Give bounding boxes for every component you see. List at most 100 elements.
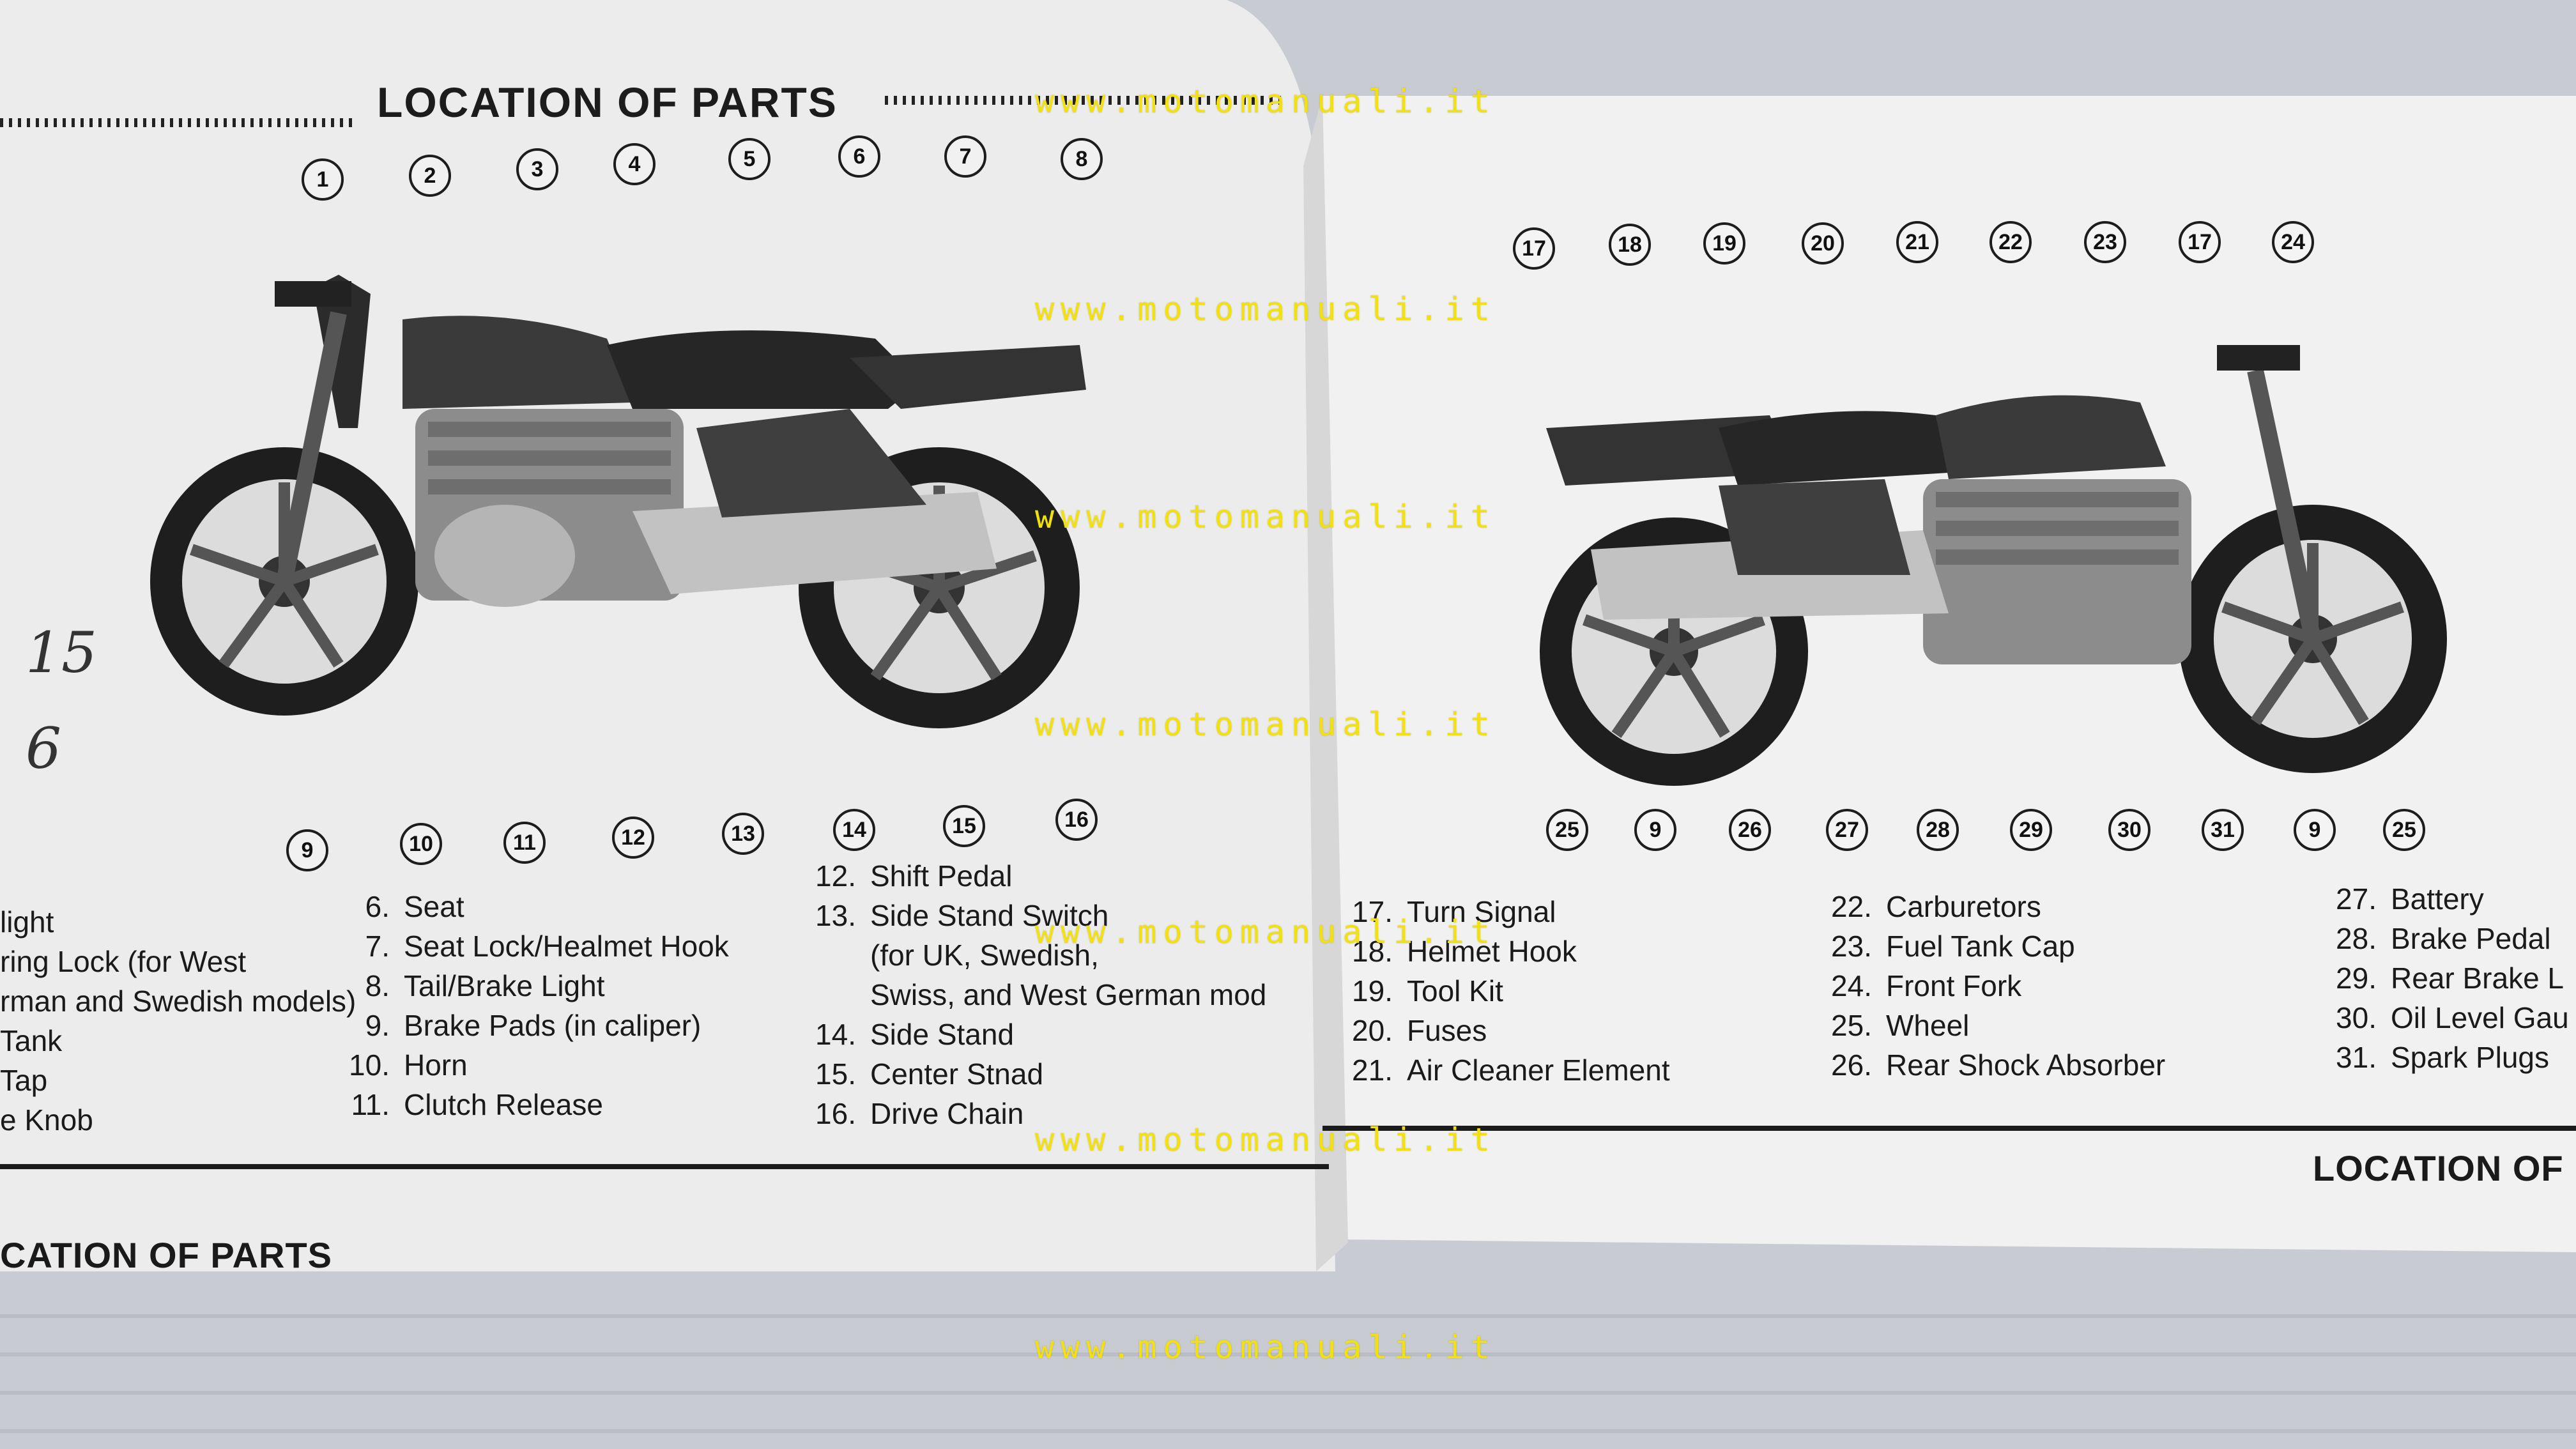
legend-number: 20. bbox=[1352, 1014, 1393, 1047]
legend-row: 13.Side Stand Switch bbox=[786, 896, 1266, 935]
title-dot-leader-left bbox=[0, 118, 358, 127]
legend-row: ring Lock (for West bbox=[0, 942, 356, 981]
callout-24: 24 bbox=[2272, 221, 2314, 263]
legend-label: Clutch Release bbox=[404, 1088, 603, 1121]
legend-number: 24. bbox=[1831, 969, 1872, 1002]
watermark-text: www.motomanuali.it bbox=[1035, 1121, 1496, 1158]
watermark-text: www.motomanuali.it bbox=[1035, 914, 1496, 951]
legend-number: 9. bbox=[365, 1009, 390, 1042]
legend-number: 11. bbox=[351, 1088, 390, 1121]
callout-23: 23 bbox=[2084, 221, 2126, 263]
legend-number: 6. bbox=[365, 890, 390, 923]
legend-column-1: 17.Turn Signal 18.Helmet Hook 19.Tool Ki… bbox=[1322, 892, 1670, 1090]
legend-label: Swiss, and West German mod bbox=[870, 978, 1267, 1011]
callout-31: 31 bbox=[2202, 809, 2244, 851]
legend-label: Side Stand Switch bbox=[870, 899, 1109, 932]
callout-17: 17 bbox=[1513, 227, 1555, 270]
legend-number: 8. bbox=[365, 969, 390, 1002]
left-page: LOCATION OF PARTS 1 2 3 4 5 6 7 8 9 10 1… bbox=[0, 0, 1348, 1275]
right-page: 17 18 19 20 21 22 23 17 24 25 9 26 27 28… bbox=[1322, 89, 2576, 1252]
watermark-text: www.motomanuali.it bbox=[1035, 83, 1496, 120]
legend-label: Drive Chain bbox=[870, 1097, 1024, 1130]
legend-label: Tank bbox=[0, 1024, 63, 1057]
legend-number: 17. bbox=[1352, 895, 1393, 928]
legend-row: 28. Brake Pedal bbox=[2306, 919, 2569, 958]
legend-row: 11. Clutch Release bbox=[319, 1085, 729, 1124]
legend-row: 8. Tail/Brake Light bbox=[319, 966, 729, 1006]
legend-label: Front Fork bbox=[1886, 969, 2022, 1002]
legend-row: 16. Drive Chain bbox=[786, 1094, 1266, 1133]
callout-3: 3 bbox=[516, 148, 558, 190]
callout-15: 15 bbox=[943, 805, 985, 847]
legend-row: Tank bbox=[0, 1021, 356, 1061]
callout-9: 9 bbox=[286, 829, 328, 871]
legend-label: Battery bbox=[2391, 882, 2484, 916]
legend-number: 10. bbox=[349, 1048, 390, 1082]
callout-9: 9 bbox=[1634, 809, 1676, 851]
title-dot-leader-right bbox=[885, 96, 1281, 105]
legend-number: 16. bbox=[815, 1097, 856, 1130]
legend-label: Brake Pedal bbox=[2391, 922, 2551, 955]
legend-number: 12. bbox=[815, 859, 856, 893]
callout-12: 12 bbox=[612, 816, 654, 859]
legend-label: (for UK, Swedish, bbox=[870, 939, 1099, 972]
legend-row: 24. Front Fork bbox=[1802, 966, 2165, 1006]
legend-row: 12.Shift Pedal bbox=[786, 856, 1266, 896]
callout-14: 14 bbox=[833, 809, 875, 851]
legend-number: 19. bbox=[1352, 974, 1393, 1008]
callout-19: 19 bbox=[1703, 222, 1745, 264]
callout-4: 4 bbox=[613, 143, 656, 185]
legend-row: 7.Seat Lock/Healmet Hook bbox=[319, 926, 729, 966]
legend-label: Spark Plugs bbox=[2391, 1041, 2550, 1074]
legend-label: Rear Shock Absorber bbox=[1886, 1048, 2166, 1082]
footer-title: CATION OF PARTS bbox=[0, 1235, 333, 1275]
legend-label: Carburetors bbox=[1886, 890, 2041, 923]
callout-26: 26 bbox=[1729, 809, 1771, 851]
legend-row: Swiss, and West German mod bbox=[786, 975, 1266, 1015]
callout-13: 13 bbox=[722, 813, 764, 855]
legend-number: 27. bbox=[2336, 882, 2377, 916]
legend-row: 6.Seat bbox=[319, 887, 729, 926]
legend-row: 18.Helmet Hook bbox=[1322, 931, 1670, 971]
page-title: LOCATION OF PARTS bbox=[377, 79, 838, 126]
legend-label: Oil Level Gau bbox=[2391, 1001, 2569, 1034]
legend-row: 29.Rear Brake L bbox=[2306, 958, 2569, 998]
legend-label: Tap bbox=[0, 1064, 48, 1097]
legend-column-3: 12.Shift Pedal 13.Side Stand Switch (for… bbox=[786, 856, 1266, 1133]
legend-number: 22. bbox=[1831, 890, 1872, 923]
watermark-text: www.motomanuali.it bbox=[1035, 1329, 1496, 1366]
legend-row: 17. Turn Signal bbox=[1322, 892, 1670, 931]
watermark-text: www.motomanuali.it bbox=[1035, 498, 1496, 535]
callout-25: 25 bbox=[1546, 809, 1588, 851]
callout-11: 11 bbox=[503, 822, 546, 864]
callout-29: 29 bbox=[2010, 809, 2052, 851]
legend-row: e Knob bbox=[0, 1100, 356, 1140]
legend-number: 28. bbox=[2336, 922, 2377, 955]
legend-number: 30. bbox=[2336, 1001, 2377, 1034]
legend-row: 9. Brake Pads (in caliper) bbox=[319, 1006, 729, 1045]
legend-column-3: 27. Battery 28. Brake Pedal 29.Rear Brake … bbox=[2306, 879, 2569, 1077]
legend-number: 26. bbox=[1831, 1048, 1872, 1082]
footer-rule bbox=[1322, 1126, 2576, 1131]
legend-number: 7. bbox=[365, 930, 390, 963]
legend-row: 26. Rear Shock Absorber bbox=[1802, 1045, 2165, 1085]
callout-28: 28 bbox=[1917, 809, 1959, 851]
callout-30: 30 bbox=[2108, 809, 2150, 851]
handwritten-note-6: 6 bbox=[26, 716, 61, 781]
legend-row: rman and Swedish models) bbox=[0, 981, 356, 1021]
legend-row: 22. Carburetors bbox=[1802, 887, 2165, 926]
callout-9-front: 9 bbox=[2294, 809, 2336, 851]
legend-row: 15. Center Stnad bbox=[786, 1054, 1266, 1094]
watermark-text: www.motomanuali.it bbox=[1035, 291, 1496, 328]
legend-label: Horn bbox=[404, 1048, 468, 1082]
legend-number: 15. bbox=[815, 1057, 856, 1091]
legend-label: Center Stnad bbox=[870, 1057, 1044, 1091]
legend-label: Brake Pads (in caliper) bbox=[404, 1009, 702, 1042]
callout-18: 18 bbox=[1609, 224, 1651, 266]
legend-label: Turn Signal bbox=[1407, 895, 1556, 928]
legend-label: Tail/Brake Light bbox=[404, 969, 605, 1002]
footer-title: LOCATION OF bbox=[2313, 1148, 2564, 1188]
footer-rule bbox=[0, 1164, 1329, 1169]
callout-7: 7 bbox=[944, 135, 986, 178]
